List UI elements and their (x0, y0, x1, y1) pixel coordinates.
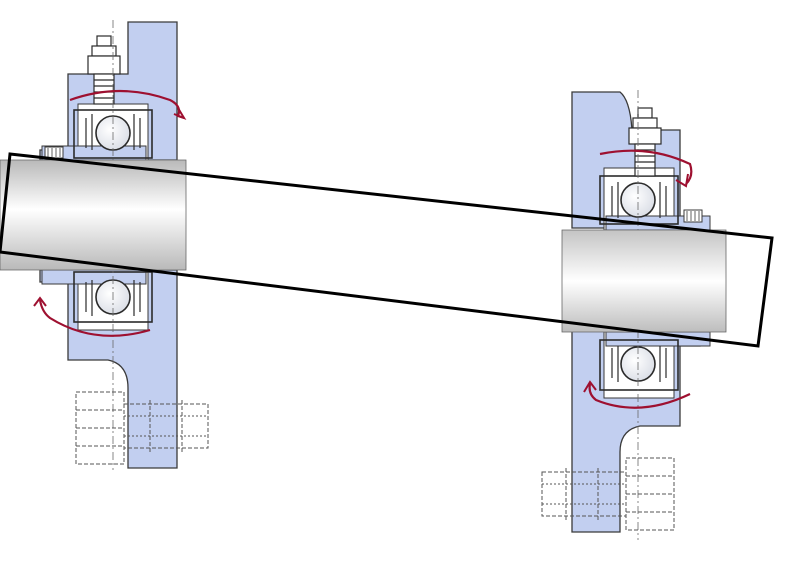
rotation-arrow-top-right (599, 149, 693, 185)
grease-nipple-icon (87, 35, 121, 105)
shaft-right (561, 229, 727, 333)
bolt-icon (541, 457, 675, 531)
rotation-arrow-bottom-right (588, 383, 691, 409)
rotation-arrow-bottom-left (38, 299, 151, 337)
bearing-unit-left (0, 20, 209, 470)
bolt-icon (75, 391, 209, 465)
bearing-unit-right (541, 90, 727, 540)
shaft-left (0, 159, 187, 271)
misaligned-shaft-outline (0, 152, 774, 348)
